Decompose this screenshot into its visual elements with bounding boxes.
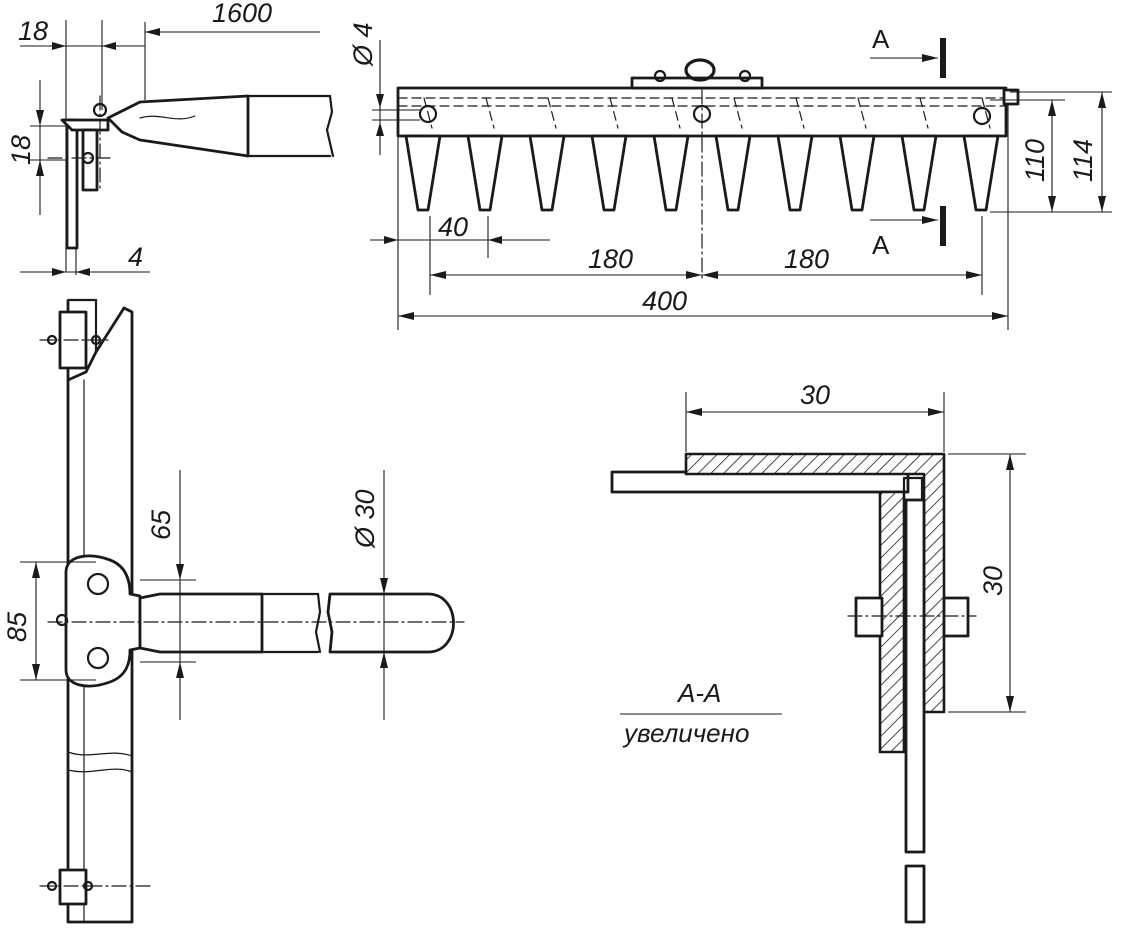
top-view bbox=[39, 298, 465, 924]
front-view-dimensions: 40 180 180 400 110 114 Ø 4 bbox=[348, 22, 1112, 330]
dim-neck-width: 65 bbox=[146, 509, 176, 540]
section-note: увеличено bbox=[622, 718, 749, 748]
tines bbox=[404, 97, 1000, 212]
dim-tine-height: 110 bbox=[1020, 139, 1050, 182]
dim-tooth-pitch: 40 bbox=[438, 212, 468, 242]
dim-mount-height: 85 bbox=[2, 611, 32, 642]
dim-overall-height: 114 bbox=[1068, 139, 1098, 182]
ring-icon bbox=[684, 58, 716, 82]
section-marker: A A bbox=[870, 24, 946, 260]
dim-overall-length: 400 bbox=[642, 286, 687, 316]
section-title-label: A-A bbox=[676, 678, 721, 708]
section-cut-label-top: A bbox=[872, 24, 890, 54]
section-view bbox=[610, 452, 977, 924]
section-cut-label-bottom: A bbox=[872, 230, 890, 260]
dim-side-handle-length: 1600 bbox=[212, 0, 272, 28]
section-title: A-A увеличено bbox=[620, 678, 782, 748]
section-dimensions: 30 30 bbox=[685, 380, 1026, 713]
dim-section-width: 30 bbox=[800, 380, 830, 410]
dim-handle-diameter: Ø 30 bbox=[350, 489, 380, 549]
dim-half-span-left: 180 bbox=[588, 244, 633, 274]
dim-side-top-offset: 18 bbox=[18, 16, 48, 46]
dim-hole-diameter: Ø 4 bbox=[348, 22, 378, 67]
side-view bbox=[30, 20, 335, 275]
top-view-dimensions: 85 65 Ø 30 bbox=[2, 470, 388, 720]
bolt-icon bbox=[847, 596, 977, 638]
dim-half-span-right: 180 bbox=[784, 244, 829, 274]
front-view bbox=[396, 58, 1020, 279]
dim-side-thickness: 4 bbox=[128, 242, 143, 272]
dim-side-vertical: 18 bbox=[6, 135, 36, 165]
bolt-icon bbox=[55, 572, 110, 670]
dim-section-height: 30 bbox=[978, 566, 1008, 596]
side-view-dimensions: 18 1600 18 4 bbox=[6, 0, 320, 276]
